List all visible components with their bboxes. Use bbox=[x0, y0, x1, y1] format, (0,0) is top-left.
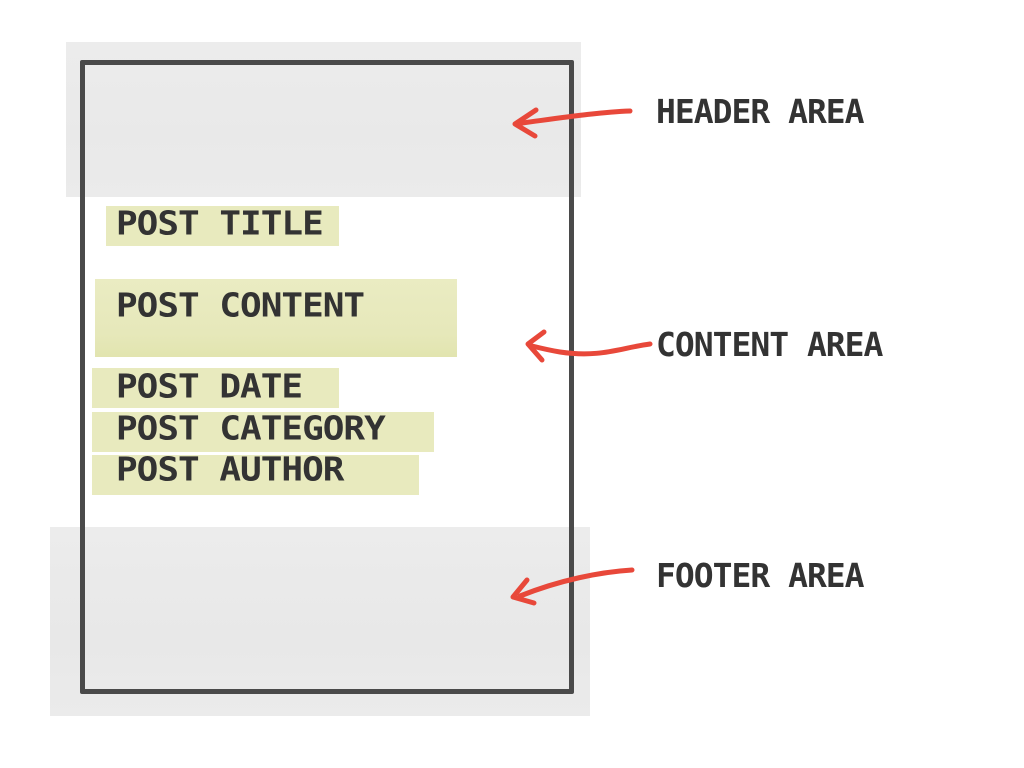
post-author-label: POST AUTHOR bbox=[116, 451, 344, 489]
content-area-label: CONTENT AREA bbox=[656, 325, 883, 364]
post-author-highlight bbox=[92, 455, 419, 495]
header-region bbox=[66, 42, 581, 197]
footer-area-label: FOOTER AREA bbox=[656, 556, 865, 595]
post-date-label: POST DATE bbox=[116, 368, 303, 406]
footer-region bbox=[50, 527, 590, 716]
post-content-highlight bbox=[95, 279, 457, 357]
header-area-label: HEADER AREA bbox=[656, 92, 865, 131]
post-category-highlight bbox=[92, 412, 434, 452]
post-date-highlight bbox=[92, 368, 339, 408]
post-category-label: POST CATEGORY bbox=[116, 410, 386, 448]
post-title-label: POST TITLE bbox=[116, 205, 324, 243]
post-content-label: POST CONTENT bbox=[116, 287, 365, 325]
post-title-highlight bbox=[106, 206, 339, 246]
page-frame bbox=[80, 60, 574, 694]
